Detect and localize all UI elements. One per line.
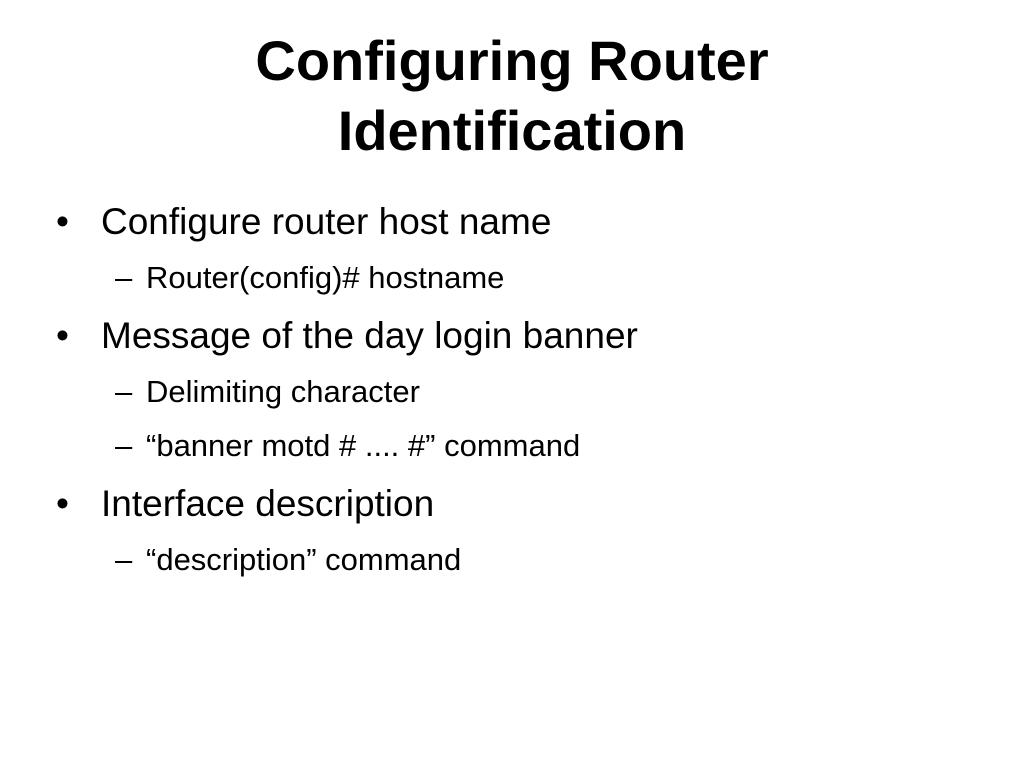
sub-item-text: “banner motd # .... #” command	[146, 428, 581, 463]
bullet-text: Configure router host name	[101, 201, 552, 242]
bullet-icon: •	[56, 315, 69, 356]
sub-item-description-command: – “description” command	[56, 536, 996, 584]
sub-item-banner-command: – “banner motd # .... #” command	[56, 422, 996, 470]
sub-item-text: Delimiting character	[146, 374, 420, 409]
bullet-text: Message of the day login banner	[101, 315, 638, 356]
dash-icon: –	[115, 428, 133, 463]
bullet-item-host-name: • Configure router host name	[56, 196, 996, 248]
bullet-item-motd-banner: • Message of the day login banner	[56, 310, 996, 362]
bullet-icon: •	[56, 201, 69, 242]
sub-item-delimiting-character: – Delimiting character	[56, 368, 996, 416]
dash-icon: –	[115, 542, 133, 577]
dash-icon: –	[115, 260, 133, 295]
slide-content: • Configure router host name – Router(co…	[56, 188, 996, 584]
bullet-icon: •	[56, 483, 69, 524]
sub-item-text: “description” command	[146, 542, 462, 577]
sub-item-hostname-command: – Router(config)# hostname	[56, 254, 996, 302]
dash-icon: –	[115, 374, 133, 409]
bullet-item-interface-description: • Interface description	[56, 478, 996, 530]
sub-item-text: Router(config)# hostname	[146, 260, 505, 295]
title-line-1: Configuring Router	[255, 29, 769, 92]
title-line-2: Identification	[337, 99, 687, 162]
bullet-text: Interface description	[101, 483, 435, 524]
slide-title: Configuring Router Identification	[0, 26, 1024, 166]
